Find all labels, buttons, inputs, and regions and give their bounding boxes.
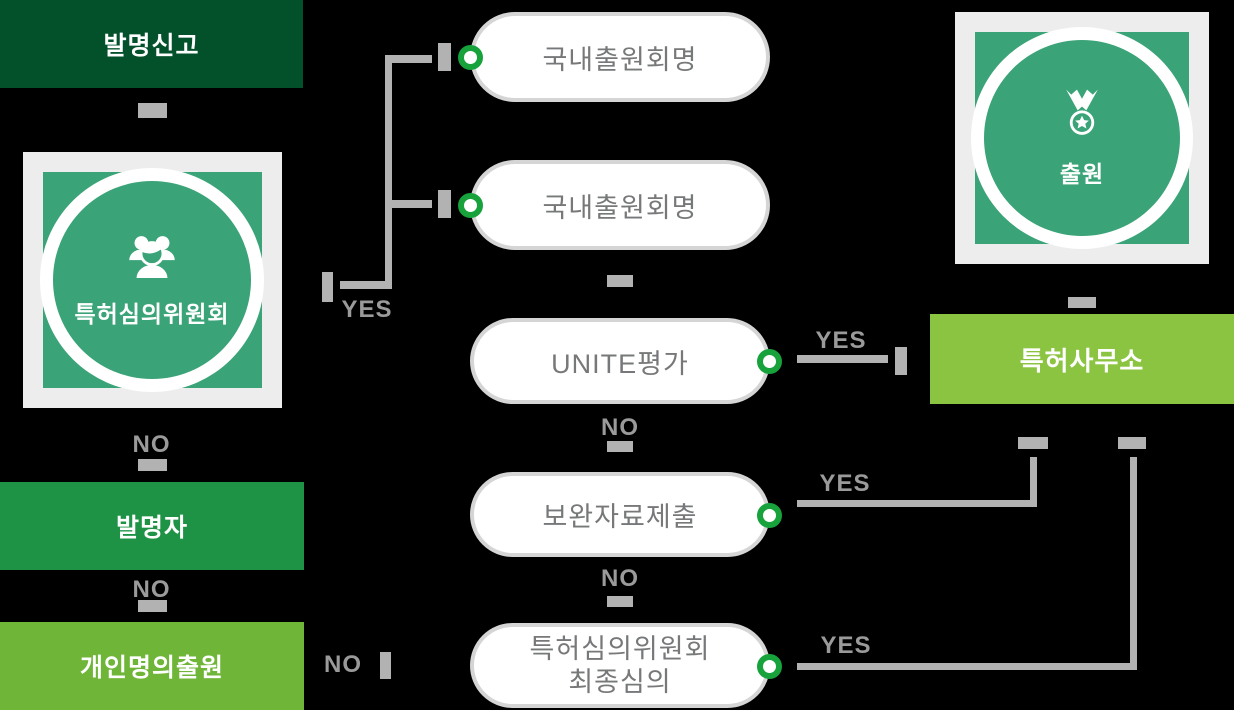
pill-committee-final-review: 특허심의위원회 최종심의 bbox=[470, 623, 782, 708]
pill-label: UNITE평가 bbox=[551, 348, 689, 379]
inventor-no-label: NO bbox=[132, 576, 171, 603]
connector-line bbox=[797, 500, 1037, 507]
connector-line bbox=[340, 281, 392, 289]
committee-no-label: NO bbox=[132, 431, 171, 458]
invention-report-label: 발명신고 bbox=[103, 32, 200, 60]
committee-yes-stub bbox=[322, 272, 333, 302]
connector-stub bbox=[1018, 437, 1048, 449]
patent-office-label: 특허사무소 bbox=[1019, 345, 1145, 376]
committee-badge: 특허심의위원회 bbox=[23, 152, 282, 408]
connector-stub bbox=[895, 347, 907, 375]
connector-line bbox=[1030, 457, 1037, 507]
inventor-label: 발명자 bbox=[115, 514, 188, 542]
pill-domestic-application-1: 국내출원회명 bbox=[458, 12, 770, 102]
connector-line bbox=[385, 55, 392, 289]
connector-line bbox=[385, 200, 432, 208]
application-badge: 출원 bbox=[955, 12, 1209, 264]
connector-stub bbox=[1118, 437, 1146, 449]
application-circle: 출원 bbox=[984, 40, 1180, 236]
pill-label: 보완자료제출 bbox=[542, 502, 698, 532]
connector-stub bbox=[138, 103, 167, 118]
connector-stub bbox=[607, 596, 633, 607]
pill2-stub bbox=[438, 190, 451, 218]
pill1-stub bbox=[438, 43, 451, 71]
connector-stub bbox=[607, 275, 633, 287]
invention-report-box: 발명신고 bbox=[0, 0, 303, 88]
connection-point-icon bbox=[458, 45, 483, 70]
committee-circle: 특허심의위원회 bbox=[53, 181, 251, 379]
connector-line bbox=[1130, 457, 1137, 670]
connector-line bbox=[797, 663, 1137, 670]
connector-line bbox=[797, 355, 888, 363]
pill-supplementary-materials: 보완자료제출 bbox=[470, 472, 782, 557]
medal-icon bbox=[1059, 88, 1105, 145]
final-no-stub bbox=[380, 652, 391, 679]
connection-point-icon bbox=[757, 653, 782, 679]
unite-no-label: NO bbox=[601, 414, 639, 441]
personal-application-box: 개인명의출원 bbox=[0, 622, 304, 710]
pill-label: 국내출원회명 bbox=[542, 192, 698, 223]
pill-label: 국내출원회명 bbox=[542, 44, 698, 75]
connector-stub bbox=[1068, 297, 1096, 308]
connection-point-icon bbox=[458, 193, 483, 218]
application-label: 출원 bbox=[1059, 160, 1105, 187]
committee-yes-label: YES bbox=[341, 296, 393, 323]
inventor-box: 발명자 bbox=[0, 482, 304, 570]
personal-application-label: 개인명의출원 bbox=[79, 654, 224, 682]
unite-yes-label: YES bbox=[815, 327, 867, 354]
supplement-no-label: NO bbox=[601, 565, 639, 592]
supplement-yes-label: YES bbox=[819, 470, 871, 497]
people-group-icon bbox=[126, 232, 178, 285]
connector-stub bbox=[607, 441, 633, 452]
patent-office-box: 특허사무소 bbox=[930, 314, 1234, 404]
connector-stub bbox=[138, 600, 167, 612]
final-no-label: NO bbox=[324, 651, 362, 678]
committee-label: 특허심의위원회 bbox=[74, 300, 230, 327]
pill-label-line1: 특허심의위원회 bbox=[529, 634, 711, 665]
pill-domestic-application-2: 국내출원회명 bbox=[458, 160, 770, 250]
final-yes-label: YES bbox=[820, 632, 872, 659]
connection-point-icon bbox=[757, 349, 782, 374]
pill-unite-evaluation: UNITE평가 bbox=[470, 318, 782, 404]
connector-stub bbox=[138, 459, 167, 471]
pill-label-line2: 최종심의 bbox=[568, 666, 672, 697]
connection-point-icon bbox=[757, 502, 782, 528]
connector-line bbox=[385, 55, 432, 63]
